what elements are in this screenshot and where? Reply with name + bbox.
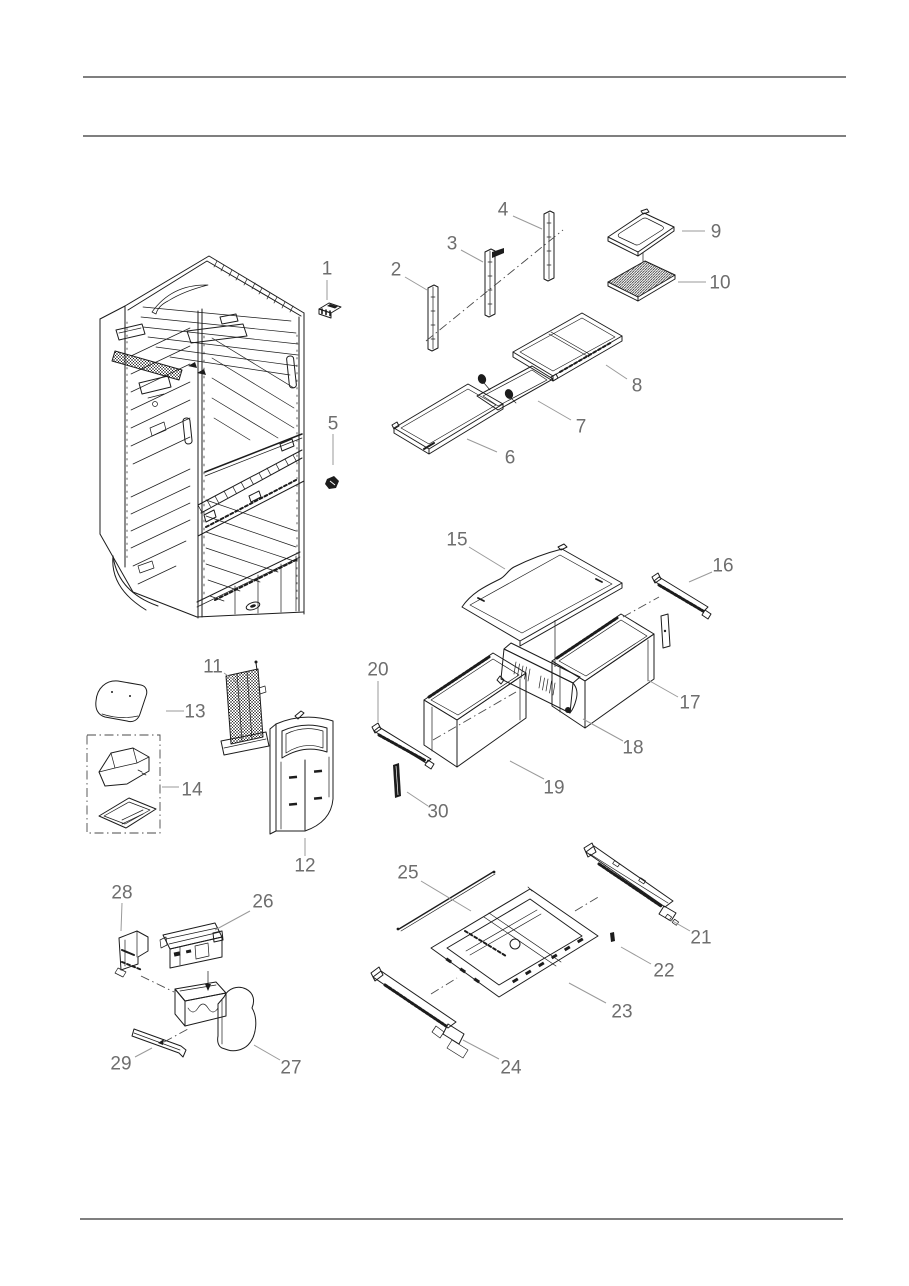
callout-leader-24 bbox=[462, 1039, 500, 1060]
callout-number-24-front-rail: 24 bbox=[500, 1058, 522, 1079]
part-27-ice-bucket bbox=[174, 981, 257, 1052]
part-21-slide-rail-assembly bbox=[583, 842, 679, 926]
callout-number-23-drawer-frame-tray: 23 bbox=[611, 1002, 632, 1023]
callout-number-22-pin-screw: 22 bbox=[653, 961, 674, 982]
side-wall-ribs bbox=[211, 337, 295, 441]
callout-leader-11 bbox=[223, 672, 239, 684]
callout-leader-25 bbox=[420, 880, 472, 912]
callout-number-2-shelf-support-rail: 2 bbox=[391, 260, 402, 281]
callout-leader-3 bbox=[460, 249, 484, 263]
callout-number-8-folding-shelf: 8 bbox=[632, 376, 643, 397]
part-25-support-rod bbox=[396, 870, 496, 932]
part-6-glass-shelf bbox=[391, 383, 504, 455]
part-9-cover-frame bbox=[607, 208, 675, 257]
callout-leader-29 bbox=[134, 1047, 153, 1058]
callout-number-16-drawer-slide-rail: 16 bbox=[712, 556, 733, 577]
callout-number-25-support-rod: 25 bbox=[397, 863, 418, 884]
callout-number-11-evaporator: 11 bbox=[203, 657, 223, 678]
drain-duct bbox=[112, 555, 159, 611]
callout-number-12-air-duct-panel: 12 bbox=[294, 856, 315, 877]
part-28-bracket bbox=[114, 930, 149, 978]
callout-leader-16 bbox=[688, 571, 713, 583]
callout-leader-23 bbox=[568, 982, 607, 1004]
wall-slot bbox=[286, 355, 297, 389]
callout-number-9-cover-frame: 9 bbox=[711, 222, 722, 243]
callout-number-26-ice-maker: 26 bbox=[252, 892, 273, 913]
callout-leader-30 bbox=[406, 791, 429, 807]
callout-number-28-bracket: 28 bbox=[111, 883, 132, 904]
part-26-ice-maker bbox=[159, 922, 224, 969]
hinge-bracket-cluster bbox=[111, 323, 206, 407]
callout-leader-2 bbox=[404, 276, 428, 291]
callout-number-13-cover: 13 bbox=[184, 702, 205, 723]
callout-leader-28 bbox=[120, 902, 123, 932]
callout-leader-7 bbox=[537, 400, 572, 421]
part-11-evaporator bbox=[220, 660, 270, 756]
page-rules bbox=[80, 76, 846, 1220]
callout-leader-18 bbox=[582, 718, 624, 742]
drain-cap bbox=[245, 601, 261, 611]
callout-number-18-drawer-divider: 18 bbox=[622, 738, 643, 759]
ceiling-vent-grille bbox=[186, 313, 248, 344]
callout-leader-15 bbox=[468, 546, 506, 570]
part-14-duct-kit bbox=[86, 734, 161, 834]
callout-number-21-slide-rail-assembly: 21 bbox=[690, 928, 711, 949]
callout-number-27-ice-bucket: 27 bbox=[280, 1058, 301, 1079]
callout-leader-22 bbox=[620, 946, 652, 965]
part-30-seal-strip bbox=[393, 763, 401, 798]
callout-number-17-drawer: 17 bbox=[679, 693, 700, 714]
part-15-drawer-cover-shelf bbox=[461, 543, 623, 647]
callout-leader-4 bbox=[512, 215, 543, 230]
part-20-drawer-slide-rail bbox=[371, 722, 435, 770]
ceiling-ribs bbox=[140, 306, 299, 376]
compartment-divider bbox=[197, 433, 305, 537]
part-1-fixer-clip bbox=[318, 302, 342, 319]
part-8-folding-shelf bbox=[512, 312, 623, 382]
callout-number-30-seal-strip: 30 bbox=[427, 802, 448, 823]
part-24-front-rail bbox=[370, 966, 469, 1059]
callout-number-19-drawer: 19 bbox=[543, 778, 564, 799]
callout-leader-26 bbox=[214, 910, 251, 931]
callout-leader-21 bbox=[668, 918, 691, 932]
callout-leader-17 bbox=[647, 679, 679, 698]
callout-number-3-shelf-support-rail: 3 bbox=[447, 234, 458, 255]
part-5-screw bbox=[325, 476, 339, 489]
assembly-centerlines bbox=[140, 229, 660, 1043]
callout-number-14-duct-kit: 14 bbox=[181, 780, 203, 801]
callout-number-5-screw: 5 bbox=[328, 414, 339, 435]
callout-number-4-shelf-support-rail: 4 bbox=[498, 200, 509, 221]
assembly-arrow-26-27 bbox=[205, 971, 211, 991]
cabinet-assembly bbox=[99, 255, 305, 619]
callout-number-10-grille-cover: 10 bbox=[709, 273, 730, 294]
part-19-drawer bbox=[423, 652, 527, 768]
callout-leader-6 bbox=[466, 438, 498, 453]
callout-number-29-trim-strip: 29 bbox=[110, 1054, 131, 1075]
callout-number-1-fixer-clip: 1 bbox=[322, 259, 333, 280]
callout-number-20-drawer-slide-rail: 20 bbox=[367, 660, 388, 681]
part-13-cover bbox=[95, 680, 148, 723]
part-2-shelf-support-rail bbox=[427, 284, 439, 352]
part-7-sliding-shelf bbox=[476, 365, 554, 411]
callout-number-6-glass-shelf: 6 bbox=[505, 448, 516, 469]
callout-number-7-sliding-shelf: 7 bbox=[576, 417, 587, 438]
freezer-floor-ribs bbox=[205, 499, 297, 602]
part-22-pin-screw bbox=[610, 932, 615, 942]
part-18-drawer-divider bbox=[496, 642, 581, 714]
part-12-air-duct-panel bbox=[269, 710, 334, 835]
ceiling-deflector bbox=[151, 284, 209, 315]
part-16-drawer-slide-rail bbox=[651, 572, 712, 649]
part-10-grille-cover bbox=[607, 260, 676, 302]
callout-leader-27 bbox=[253, 1044, 281, 1061]
part-3-shelf-support-rail bbox=[484, 248, 504, 318]
part-4-shelf-support-rail bbox=[543, 210, 555, 282]
part-23-drawer-frame-tray bbox=[430, 886, 599, 998]
callout-leader-19 bbox=[509, 760, 545, 780]
callout-number-15-drawer-cover-shelf: 15 bbox=[446, 530, 467, 551]
freezer-front-sill bbox=[196, 551, 301, 615]
part-29-trim-strip bbox=[131, 1028, 187, 1058]
callout-leader-8 bbox=[605, 364, 628, 380]
wall-slot bbox=[182, 417, 193, 445]
